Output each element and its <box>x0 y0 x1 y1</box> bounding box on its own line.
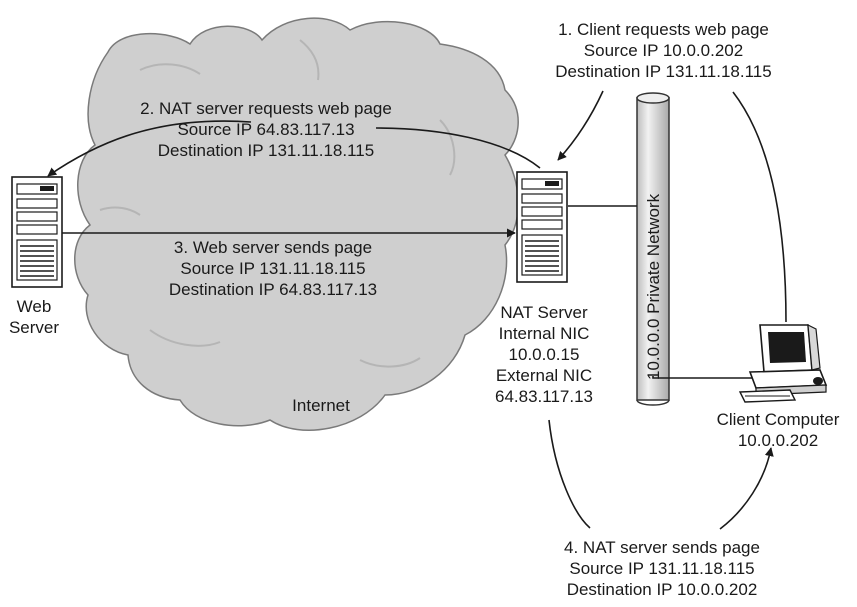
step1-source: Source IP 10.0.0.202 <box>583 41 744 60</box>
arrow-step4 <box>548 419 772 530</box>
step1-destination: Destination IP 131.11.18.115 <box>555 62 772 81</box>
step3-source: Source IP 131.11.18.115 <box>180 259 366 278</box>
step2-source: Source IP 64.83.117.13 <box>177 120 355 139</box>
internet-label-text: Internet <box>292 396 350 415</box>
client-to-request-line <box>732 91 787 323</box>
step1-label: 1. Client requests web page Source IP 10… <box>536 19 791 82</box>
step4-title: 4. NAT server sends page <box>564 538 760 557</box>
arrow-step2 <box>47 120 541 177</box>
nat-external-ip: 64.83.117.13 <box>495 387 593 406</box>
arrow-step1 <box>557 90 604 161</box>
private-network-label: 10.0.0.0 Private Network <box>644 193 663 380</box>
nat-server-label: NAT Server Internal NIC 10.0.0.15 Extern… <box>478 302 610 407</box>
client-computer-ip: 10.0.0.202 <box>737 431 819 450</box>
client-computer-title: Client Computer <box>716 410 840 429</box>
web-server-label-line2: Server <box>8 318 60 337</box>
step4-label: 4. NAT server sends page Source IP 131.1… <box>542 537 782 600</box>
step2-destination: Destination IP 131.11.18.115 <box>157 141 375 160</box>
client-computer-icon <box>738 323 828 403</box>
internet-cloud <box>74 17 519 431</box>
step2-label: 2. NAT server requests web page Source I… <box>136 98 396 161</box>
step3-label: 3. Web server sends page Source IP 131.1… <box>148 237 398 300</box>
nat-internal-ip: 10.0.0.15 <box>508 345 580 364</box>
internet-label: Internet <box>266 395 376 416</box>
nat-external-nic-label: External NIC <box>495 366 593 385</box>
step2-title: 2. NAT server requests web page <box>140 99 392 118</box>
nat-internal-nic-label: Internal NIC <box>498 324 590 343</box>
private-network-backbone: 10.0.0.0 Private Network <box>636 92 670 406</box>
web-server-label: Web Server <box>2 296 66 338</box>
nat-server-title: NAT Server <box>500 303 588 322</box>
step1-title: 1. Client requests web page <box>558 20 769 39</box>
client-computer-label: Client Computer 10.0.0.202 <box>702 409 854 451</box>
nat-server-icon <box>516 171 568 283</box>
web-server-icon <box>11 176 63 288</box>
step4-source: Source IP 131.11.18.115 <box>569 559 755 578</box>
network-to-client-link <box>652 376 760 379</box>
cloud-shading <box>99 39 456 368</box>
step3-destination: Destination IP 64.83.117.13 <box>168 280 378 299</box>
step3-title: 3. Web server sends page <box>173 238 373 257</box>
web-server-label-line1: Web <box>16 297 52 316</box>
step4-destination: Destination IP 10.0.0.202 <box>566 580 758 599</box>
